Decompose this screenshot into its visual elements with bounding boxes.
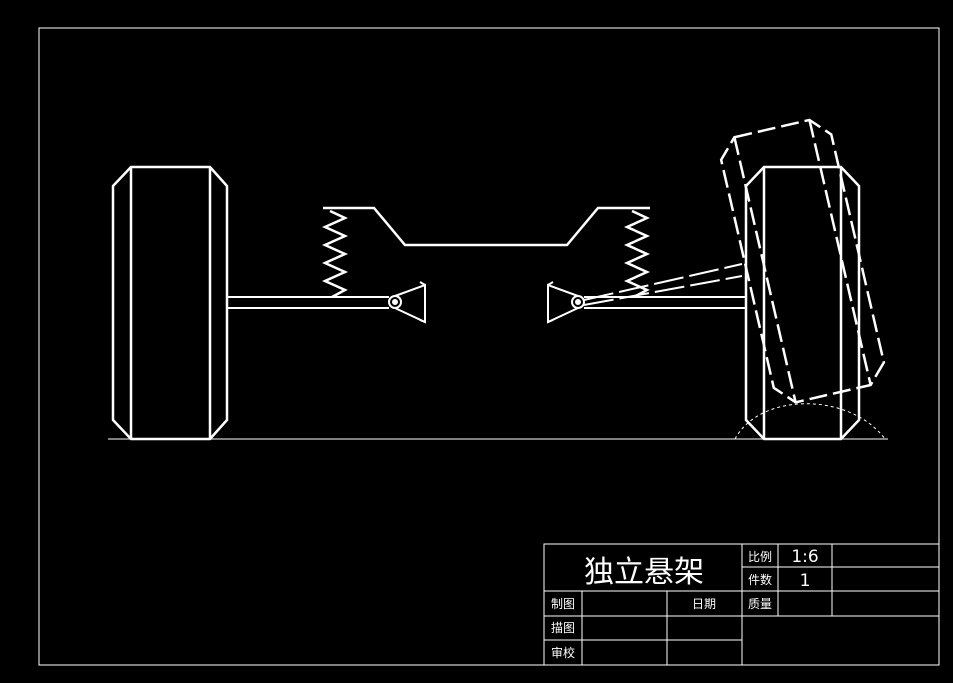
- date-label: 日期: [692, 597, 716, 611]
- scale-value: 1:6: [791, 547, 818, 567]
- checked-label: 审校: [551, 645, 575, 660]
- mass-label: 质量: [748, 597, 772, 611]
- right-pivot-joint: [547, 281, 585, 324]
- left-axle: [227, 296, 389, 309]
- right-axle: [584, 296, 746, 309]
- quantity-label: 件数: [748, 572, 772, 587]
- right-wheel-tilted-dashed: [719, 118, 886, 404]
- deflected-axle-dashed: [583, 263, 743, 306]
- left-wheel: [111, 165, 229, 441]
- scale-label: 比例: [748, 550, 772, 564]
- chassis-frame: [323, 206, 650, 247]
- drawing-border: [38, 27, 940, 666]
- right-wheel: [744, 165, 861, 441]
- title-block: [543, 543, 940, 666]
- drafted-label: 制图: [551, 597, 575, 611]
- left-coil-spring: [321, 209, 349, 299]
- right-coil-spring: [623, 209, 651, 299]
- traced-label: 描图: [551, 621, 575, 635]
- ground-bump-arc: [734, 403, 886, 440]
- drawing-title: 独立悬架: [584, 555, 704, 590]
- quantity-value: 1: [800, 571, 811, 591]
- left-pivot-joint: [388, 281, 426, 324]
